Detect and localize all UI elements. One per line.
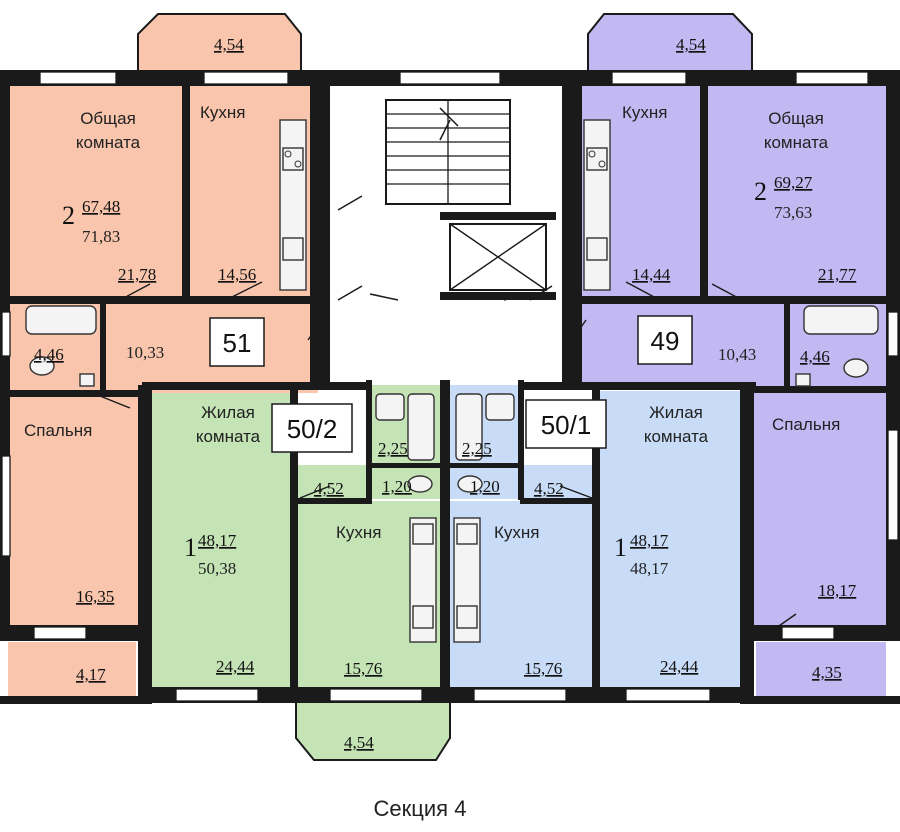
- fixtures: [25, 119, 879, 643]
- apt49-living-room-area: 21,77: [818, 265, 857, 284]
- apt49-bedroom: [750, 391, 886, 625]
- apt50-1-kitchen-label: Кухня: [494, 523, 540, 542]
- apt50-2-tag: 50/2: [287, 414, 338, 444]
- apt49-total-area: 73,63: [774, 203, 812, 222]
- apt50-2-tag-box: [271, 403, 353, 453]
- apt50-2-balcony: [296, 703, 450, 760]
- apt49-bathtub: [803, 305, 879, 335]
- apt49-bath-area: 4,46: [800, 347, 830, 366]
- apt49-balcony-bottom: [756, 642, 886, 700]
- apt51-bathtub: [25, 305, 97, 335]
- apt51-total-area: 71,83: [82, 227, 120, 246]
- apt49-living-room-label-2: комната: [764, 133, 829, 152]
- apt51-living-room: [8, 86, 186, 299]
- apt51-bath-area: 4,46: [34, 345, 64, 364]
- apt49-labels: Кухня 14,44 Общая комната 2 69,27 73,63 …: [622, 35, 857, 682]
- apt49-living-room: [704, 86, 886, 299]
- apt50-2-living-area: 48,17: [198, 531, 237, 550]
- apt51-bedroom-label: Спальня: [24, 421, 92, 440]
- apt49-rooms-count: 2: [754, 177, 767, 206]
- apt49-bedroom-label: Спальня: [772, 415, 840, 434]
- apt49-tag: 49: [651, 326, 680, 356]
- apt50-1-room-label-1: Жилая: [649, 403, 703, 422]
- apt50-2-room-label-1: Жилая: [201, 403, 255, 422]
- apt50-1-room-label-2: комната: [644, 427, 709, 446]
- apt51-living-room-label-1: Общая: [80, 109, 136, 128]
- apt50-2-room-area: 24,44: [216, 657, 255, 676]
- apt50-2-hall-area: 4,52: [314, 479, 344, 498]
- apt51-living-room-label-2: комната: [76, 133, 141, 152]
- apt51-balcony-bottom-area: 4,17: [76, 665, 106, 684]
- apt50-2-room: [150, 393, 292, 687]
- apt49-balcony-top: [588, 14, 752, 70]
- apt50-1-tag-box: [525, 399, 607, 449]
- stair-well: [330, 92, 564, 382]
- apt50-1-living-area: 48,17: [630, 531, 669, 550]
- apt51-balcony-top-area: 4,54: [214, 35, 244, 54]
- apt49-living-room-label-1: Общая: [768, 109, 824, 128]
- apt50-1-bath-area: 2,25: [462, 439, 492, 458]
- building-core: [330, 92, 564, 382]
- apt50-2-rooms-count: 1: [184, 533, 197, 562]
- apt50-2-kitchen-area: 15,76: [344, 659, 382, 678]
- apt50-1-labels: Жилая комната 1 48,17 48,17 24,44 2,25 1…: [462, 399, 709, 678]
- apt50-1-kitchen-area: 15,76: [524, 659, 562, 678]
- apt50-1-hall-area: 4,52: [534, 479, 564, 498]
- apt51-living-area: 67,48: [82, 197, 120, 216]
- apt50-2-labels: Жилая комната 1 48,17 50,38 24,44 2,25 1…: [184, 403, 412, 752]
- apt49-balcony-bottom-area: 4,35: [812, 663, 842, 682]
- apt51-bedroom-area: 16,35: [76, 587, 114, 606]
- stair-steps: [386, 100, 510, 204]
- apt49-bedroom-area: 18,17: [818, 581, 857, 600]
- apt51-tag-box: [209, 317, 265, 367]
- apt51-kitchen-label: Кухня: [200, 103, 246, 122]
- apt50-1-wc-area: 1,20: [470, 477, 500, 496]
- apt50-2-balcony-area: 4,54: [344, 733, 374, 752]
- apt50-2-wc-area: 1,20: [382, 477, 412, 496]
- apt50-1-room-area: 24,44: [660, 657, 699, 676]
- apt51-tag: 51: [223, 328, 252, 358]
- apt51-balcony-bottom: [8, 642, 136, 700]
- apt51-kitchen-counter: [279, 119, 307, 291]
- apt50-1-total-area: 48,17: [630, 559, 669, 578]
- apt51-kitchen-area: 14,56: [218, 265, 256, 284]
- apt51-living-room-area: 21,78: [118, 265, 156, 284]
- apt49-kitchen-label: Кухня: [622, 103, 668, 122]
- apt49-tag-box: [637, 315, 693, 365]
- apt49-kitchen-counter: [583, 119, 611, 291]
- apt50-1-rooms-count: 1: [614, 533, 627, 562]
- apt49-living-area: 69,27: [774, 173, 813, 192]
- apt50-1-room: [596, 391, 740, 687]
- apt50-2-bath-area: 2,25: [378, 439, 408, 458]
- apt50-2-room-label-2: комната: [196, 427, 261, 446]
- apt49-balcony-top-area: 4,54: [676, 35, 706, 54]
- apt51-bedroom: [8, 395, 140, 625]
- apt50-2-total-area: 50,38: [198, 559, 236, 578]
- windows: [1, 71, 899, 702]
- section-caption: Секция 4: [374, 796, 467, 821]
- apt49-hall-area: 10,43: [718, 345, 756, 364]
- apt51-labels: Общая комната 2 67,48 71,83 21,78 Кухня …: [24, 35, 265, 684]
- elevator-shaft: [449, 223, 547, 291]
- apt51-balcony-top: [138, 14, 301, 70]
- apt50-1-tag: 50/1: [541, 410, 592, 440]
- apt49-kitchen-area: 14,44: [632, 265, 671, 284]
- apt50-2-kitchen-label: Кухня: [336, 523, 382, 542]
- apt51-rooms-count: 2: [62, 201, 75, 230]
- apt51-hall-area: 10,33: [126, 343, 164, 362]
